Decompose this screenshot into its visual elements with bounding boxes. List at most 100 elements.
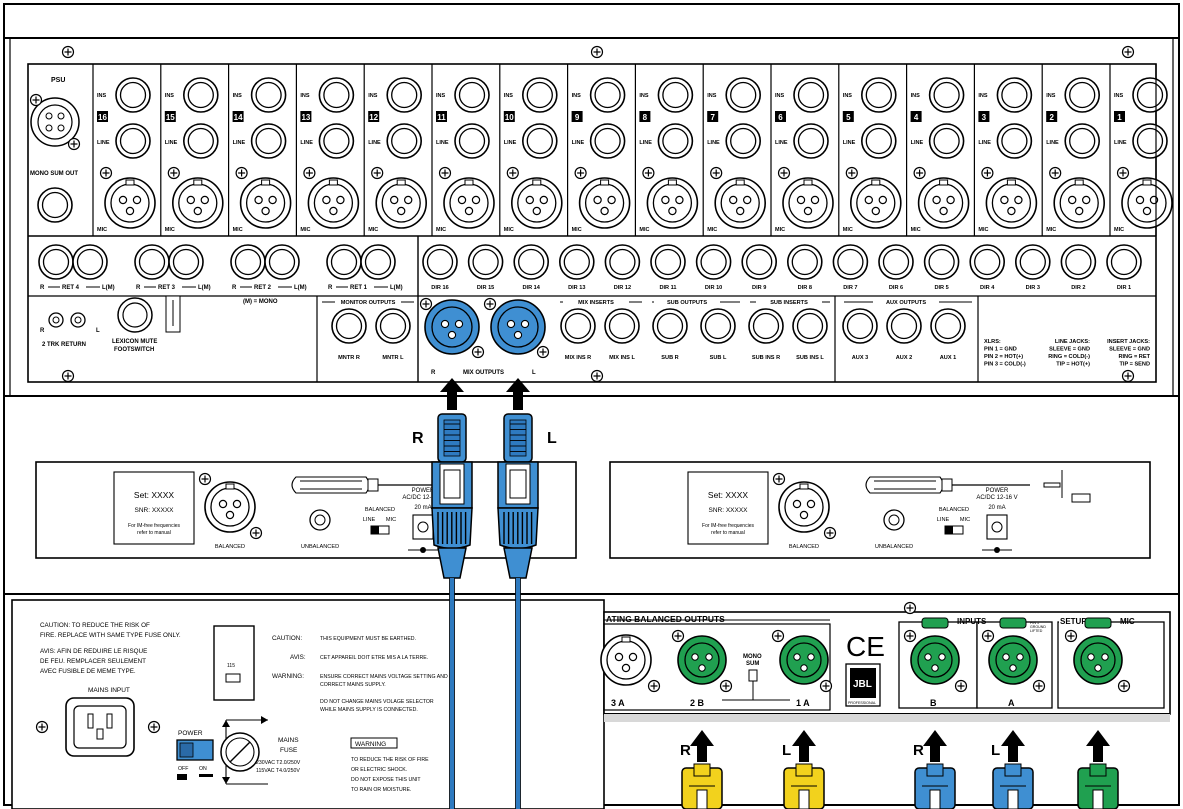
jbl-logo: JBL xyxy=(853,679,872,690)
insert-jack[interactable] xyxy=(930,78,964,112)
line-input-jack[interactable] xyxy=(319,124,353,158)
output-jack[interactable] xyxy=(653,309,687,343)
line-input-jack[interactable] xyxy=(116,124,150,158)
input-a-xlr[interactable] xyxy=(989,636,1037,684)
mic-input-xlr[interactable] xyxy=(647,178,697,228)
insert-jack[interactable] xyxy=(319,78,353,112)
output-1a-xlr[interactable] xyxy=(780,636,828,684)
output-jack[interactable] xyxy=(843,309,877,343)
direct-out-jack[interactable] xyxy=(560,245,594,279)
insert-jack[interactable] xyxy=(1133,78,1167,112)
insert-jack[interactable] xyxy=(523,78,557,112)
output-jack[interactable] xyxy=(887,309,921,343)
insert-jack[interactable] xyxy=(252,78,286,112)
output-jack[interactable] xyxy=(931,309,965,343)
insert-jack[interactable] xyxy=(997,78,1031,112)
insert-jack[interactable] xyxy=(658,78,692,112)
mic-input-xlr[interactable] xyxy=(444,178,494,228)
insert-jack[interactable] xyxy=(591,78,625,112)
line-input-jack[interactable] xyxy=(252,124,286,158)
receiver-balanced-xlr[interactable] xyxy=(779,482,829,532)
direct-out-jack[interactable] xyxy=(514,245,548,279)
line-input-jack[interactable] xyxy=(591,124,625,158)
mic-input-xlr[interactable] xyxy=(715,178,765,228)
receiver-balanced-xlr[interactable] xyxy=(205,482,255,532)
mic-input-xlr[interactable] xyxy=(512,178,562,228)
output-2b-xlr[interactable] xyxy=(678,636,726,684)
mic-input-xlr[interactable] xyxy=(1054,178,1104,228)
mic-input-xlr[interactable] xyxy=(580,178,630,228)
return-jack-r[interactable] xyxy=(135,245,169,279)
return-jack-l[interactable] xyxy=(361,245,395,279)
direct-out-jack[interactable] xyxy=(469,245,503,279)
receiver-switch-line: LINE xyxy=(937,517,950,523)
output-jack[interactable] xyxy=(749,309,783,343)
direct-out-jack[interactable] xyxy=(1016,245,1050,279)
direct-out-jack[interactable] xyxy=(1061,245,1095,279)
output-jack[interactable] xyxy=(376,309,410,343)
insert-jack[interactable] xyxy=(794,78,828,112)
output-jack[interactable] xyxy=(332,309,366,343)
mic-input-xlr[interactable] xyxy=(986,178,1036,228)
mic-input-xlr[interactable] xyxy=(783,178,833,228)
direct-out-jack[interactable] xyxy=(833,245,867,279)
output-jack-label: MIX INS L xyxy=(609,355,635,361)
line-input-jack[interactable] xyxy=(997,124,1031,158)
direct-out-jack[interactable] xyxy=(651,245,685,279)
line-input-jack[interactable] xyxy=(1133,124,1167,158)
input-b-xlr[interactable] xyxy=(911,636,959,684)
line-input-jack[interactable] xyxy=(930,124,964,158)
output-jack[interactable] xyxy=(793,309,827,343)
insert-jack[interactable] xyxy=(387,78,421,112)
return-jack-r[interactable] xyxy=(231,245,265,279)
direct-out-jack[interactable] xyxy=(423,245,457,279)
line-input-jack[interactable] xyxy=(726,124,760,158)
output-jack[interactable] xyxy=(701,309,735,343)
return-jack-l[interactable] xyxy=(73,245,107,279)
mic-input-xlr[interactable] xyxy=(1122,178,1172,228)
insert-jack[interactable] xyxy=(116,78,150,112)
mic-input-xlr[interactable] xyxy=(919,178,969,228)
output-jack[interactable] xyxy=(605,309,639,343)
line-input-jack[interactable] xyxy=(523,124,557,158)
direct-out-jack[interactable] xyxy=(788,245,822,279)
insert-jack[interactable] xyxy=(184,78,218,112)
group-title-sub_outputs: SUB OUTPUTS xyxy=(667,300,707,306)
mic-input-xlr[interactable] xyxy=(105,178,155,228)
mix-output-r-xlr[interactable] xyxy=(425,300,479,354)
direct-out-jack[interactable] xyxy=(697,245,731,279)
direct-out-jack[interactable] xyxy=(605,245,639,279)
jbl-professional: PROFESSIONAL xyxy=(848,701,876,705)
mic-input-xlr[interactable] xyxy=(241,178,291,228)
line-input-jack[interactable] xyxy=(1065,124,1099,158)
return-jack-r[interactable] xyxy=(327,245,361,279)
mic-input-xlr[interactable] xyxy=(851,178,901,228)
mic-input-xlr[interactable] xyxy=(173,178,223,228)
mic-input-xlr[interactable] xyxy=(1074,636,1122,684)
direct-out-jack[interactable] xyxy=(742,245,776,279)
ins-label: INS xyxy=(1046,93,1056,99)
insert-jack[interactable] xyxy=(1065,78,1099,112)
insert-jack[interactable] xyxy=(455,78,489,112)
line-input-jack[interactable] xyxy=(658,124,692,158)
mic-input-xlr[interactable] xyxy=(376,178,426,228)
xlr-pinout-note: PIN 2 = HOT(+) xyxy=(984,354,1023,360)
insert-jack[interactable] xyxy=(862,78,896,112)
line-input-jack[interactable] xyxy=(387,124,421,158)
line-input-jack[interactable] xyxy=(794,124,828,158)
return-jack-l[interactable] xyxy=(169,245,203,279)
direct-out-jack[interactable] xyxy=(879,245,913,279)
line-input-jack[interactable] xyxy=(862,124,896,158)
direct-out-jack[interactable] xyxy=(925,245,959,279)
return-jack-l[interactable] xyxy=(265,245,299,279)
line-input-jack[interactable] xyxy=(455,124,489,158)
output-jack-label: AUX 2 xyxy=(896,355,912,361)
mic-input-xlr[interactable] xyxy=(308,178,358,228)
direct-out-jack[interactable] xyxy=(1107,245,1141,279)
output-jack[interactable] xyxy=(561,309,595,343)
insert-jack[interactable] xyxy=(726,78,760,112)
direct-out-jack[interactable] xyxy=(970,245,1004,279)
return-jack-r[interactable] xyxy=(39,245,73,279)
line-input-jack[interactable] xyxy=(184,124,218,158)
mix-output-l-xlr[interactable] xyxy=(491,300,545,354)
